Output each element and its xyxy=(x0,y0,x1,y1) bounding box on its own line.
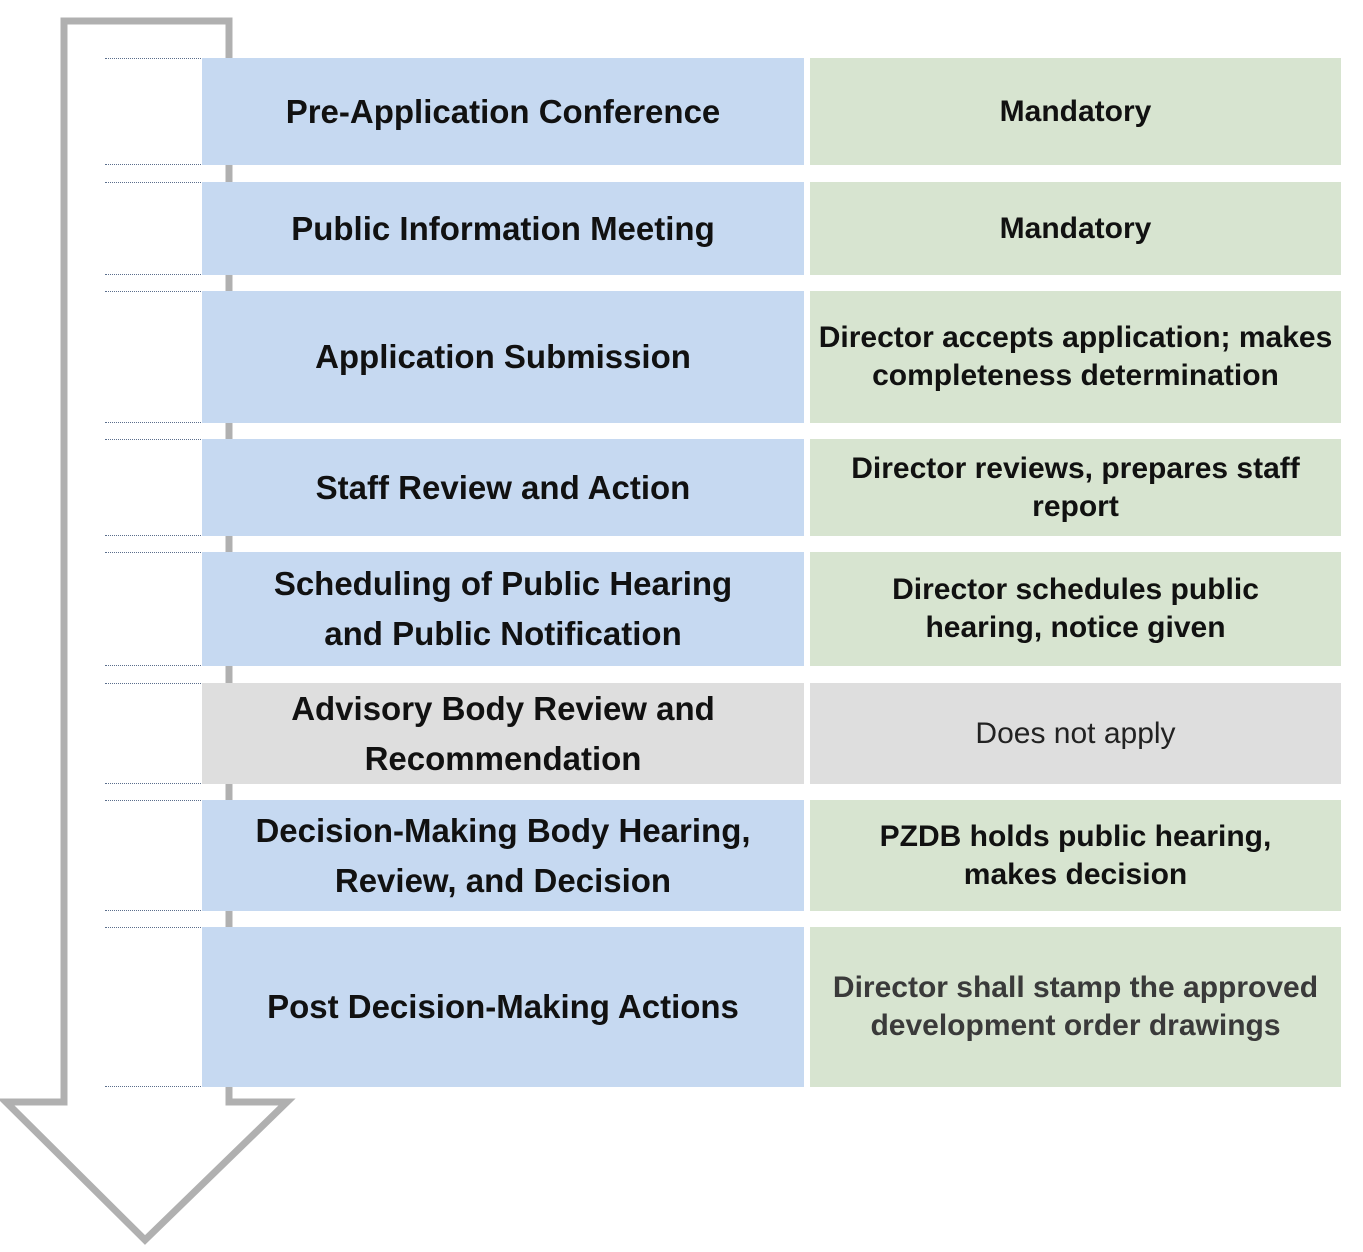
connector-dots-bottom xyxy=(105,910,201,911)
connector-dots-top xyxy=(105,439,201,440)
step-description: Mandatory xyxy=(810,182,1341,275)
connector-dots-bottom xyxy=(105,535,201,536)
connector-dots-top xyxy=(105,182,201,183)
step-label: Public Information Meeting xyxy=(202,182,804,275)
connector-dots-bottom xyxy=(105,422,201,423)
step-description: Director schedules public hearing, notic… xyxy=(810,552,1341,666)
step-description: Director shall stamp the approved develo… xyxy=(810,927,1341,1087)
connector-dots-top xyxy=(105,683,201,684)
step-description: PZDB holds public hearing, makes decisio… xyxy=(810,800,1341,911)
step-label: Scheduling of Public Hearing and Public … xyxy=(202,552,804,666)
connector-dots-top xyxy=(105,552,201,553)
connector-dots-bottom xyxy=(105,274,201,275)
step-label: Decision-Making Body Hearing, Review, an… xyxy=(202,800,804,911)
step-description: Director accepts application; makes comp… xyxy=(810,291,1341,423)
step-label: Post Decision-Making Actions xyxy=(202,927,804,1087)
step-description: Director reviews, prepares staff report xyxy=(810,439,1341,536)
connector-dots-bottom xyxy=(105,164,201,165)
step-label: Advisory Body Review and Recommendation xyxy=(202,683,804,784)
connector-dots-bottom xyxy=(105,783,201,784)
connector-dots-top xyxy=(105,927,201,928)
step-label: Staff Review and Action xyxy=(202,439,804,536)
step-description: Mandatory xyxy=(810,58,1341,165)
connector-dots-top xyxy=(105,58,201,59)
connector-dots-bottom xyxy=(105,1086,201,1087)
step-description: Does not apply xyxy=(810,683,1341,784)
step-label: Application Submission xyxy=(202,291,804,423)
connector-dots-top xyxy=(105,800,201,801)
connector-dots-bottom xyxy=(105,665,201,666)
connector-dots-top xyxy=(105,291,201,292)
step-label: Pre-Application Conference xyxy=(202,58,804,165)
